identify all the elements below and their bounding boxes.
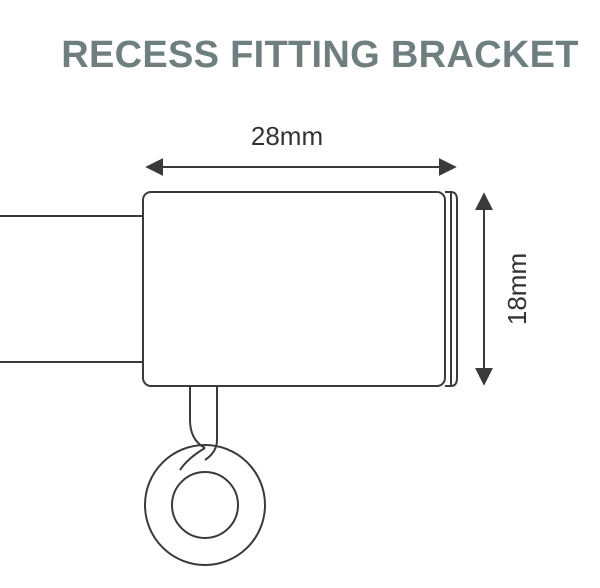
diagram-title: RECESS FITTING BRACKET xyxy=(61,34,579,76)
bracket-body xyxy=(142,191,458,387)
height-dimension: 18mm xyxy=(475,192,532,386)
eye-hook xyxy=(144,386,266,566)
width-dimension: 28mm xyxy=(145,121,457,176)
width-label: 28mm xyxy=(251,121,323,151)
height-label: 18mm xyxy=(502,253,532,325)
curtain-pole xyxy=(0,215,143,363)
